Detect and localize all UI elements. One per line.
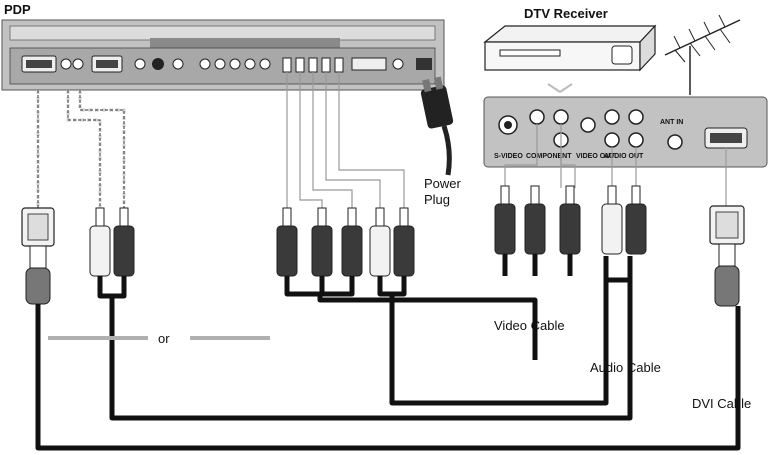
- s-video-port: S-VIDEO: [494, 115, 523, 160]
- svg-text:COMPONENT: COMPONENT: [526, 153, 572, 160]
- pdp-audio-ports: [60, 58, 84, 70]
- or-label: or: [158, 331, 170, 346]
- dtv-receiver-box: [483, 24, 657, 72]
- power-label: Power: [424, 176, 462, 191]
- video-out-port: VIDEO OUT: [576, 117, 615, 160]
- pdp-audio-plugs: [89, 207, 135, 277]
- audio-out-ports: AUDIO OUT: [604, 109, 644, 160]
- dtv-audio-plugs: [601, 185, 647, 255]
- power-plug-icon: [420, 76, 454, 176]
- or-separator: or: [48, 331, 270, 346]
- dvi-cable-label: DVI Cable: [692, 396, 751, 411]
- svg-text:AUDIO OUT: AUDIO OUT: [604, 153, 644, 160]
- dtv-rear-panel: S-VIDEO COMPONENT VIDEO OUT AUDIO OUT AN…: [483, 96, 768, 168]
- dtv-feed-lines: [504, 124, 727, 206]
- pdp-feed-lines: [36, 72, 405, 210]
- svg-text:ANT IN: ANT IN: [660, 119, 683, 126]
- svg-text:S-VIDEO: S-VIDEO: [494, 153, 523, 160]
- antenna-icon: [664, 14, 741, 95]
- dtv-receiver-heading: DTV Receiver: [524, 6, 608, 21]
- cables: [35, 254, 741, 451]
- audio-cable-label: Audio Cable: [590, 360, 661, 375]
- pdp-av-ports: [199, 58, 271, 70]
- pdp-dvi-plug: [21, 207, 55, 305]
- pdp-rear-panel: [1, 19, 445, 91]
- pdp-component-plugs: [276, 207, 415, 277]
- svg-text:VIDEO OUT: VIDEO OUT: [576, 153, 615, 160]
- video-cable-label: Video Cable: [494, 318, 565, 333]
- ant-in-port: ANT IN: [660, 119, 683, 150]
- dtv-component-plugs: [494, 185, 581, 255]
- dtv-dvi-plug: [709, 205, 745, 307]
- pdp-pc-port: [91, 55, 123, 73]
- pdp-heading: PDP: [4, 2, 31, 17]
- pdp-dvi-port: [21, 55, 57, 73]
- dtv-dvi-port: [704, 127, 748, 149]
- plug-label: Plug: [424, 192, 450, 207]
